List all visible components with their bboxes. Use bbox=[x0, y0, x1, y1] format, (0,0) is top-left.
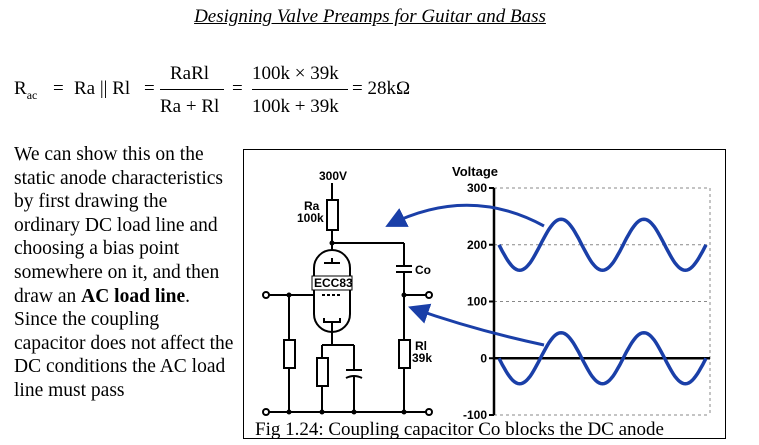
para-bold: AC load line bbox=[81, 285, 186, 307]
figure-caption: Fig 1.24: Coupling capacitor Co blocks t… bbox=[255, 419, 664, 440]
para-text-2: . Since the coupling capacitor does not … bbox=[14, 285, 234, 401]
eq-frac2-num: 100k × 39k bbox=[252, 63, 339, 84]
axis-title: Voltage bbox=[452, 164, 498, 179]
y-tick-label-0: 300 bbox=[467, 181, 487, 195]
supply-label: 300V bbox=[319, 169, 347, 183]
eq-frac2-den: 100k + 39k bbox=[252, 96, 339, 117]
ra-label: Ra bbox=[304, 199, 320, 213]
tube-label: ECC83 bbox=[314, 276, 353, 290]
circuit-schematic bbox=[262, 183, 433, 416]
figure-svg: 300V Ra 100k ECC83 Co Rl 39k 300 200 100 0 -… bbox=[262, 164, 711, 422]
tube-envelope bbox=[313, 249, 351, 333]
cathode-cap-plate-2 bbox=[345, 375, 363, 379]
eq-equals-3: = bbox=[232, 78, 243, 99]
body-paragraph: We can show this on the static anode cha… bbox=[14, 143, 234, 403]
y-tick-label-1: 200 bbox=[467, 238, 487, 252]
arrow-output-to-wave bbox=[408, 303, 545, 347]
ra-value: 100k bbox=[297, 211, 324, 225]
eq-frac1-num: RaRl bbox=[170, 63, 210, 84]
output-terminal bbox=[425, 291, 433, 299]
eq-equals-2: = bbox=[144, 78, 155, 99]
voltage-chart: 300 200 100 0 -100 bbox=[463, 181, 711, 422]
rl-value: 39k bbox=[412, 351, 432, 365]
eq-frac1-den: Ra + Rl bbox=[160, 96, 220, 117]
ground-terminal-left bbox=[262, 408, 270, 416]
rl-resistor bbox=[398, 339, 411, 369]
eq-lhs-sub: ac bbox=[26, 87, 38, 102]
para-text-1: We can show this on the static anode cha… bbox=[14, 144, 223, 307]
page-header: Designing Valve Preamps for Guitar and B… bbox=[194, 6, 546, 27]
eq-equals-1: = bbox=[53, 78, 64, 99]
cathode-resistor bbox=[316, 357, 329, 387]
y-tick-label-3: 0 bbox=[480, 351, 487, 365]
rl-label: Rl bbox=[415, 339, 427, 353]
y-tick-label-4: -100 bbox=[463, 408, 487, 422]
eq-lhs: R bbox=[14, 78, 27, 99]
sine-wave-1 bbox=[497, 330, 708, 386]
grid-resistor bbox=[283, 339, 296, 369]
arrow-anode-to-wave bbox=[385, 203, 545, 228]
eq-result: = 28kΩ bbox=[352, 78, 411, 99]
eq-frac1-bar bbox=[160, 89, 224, 90]
input-terminal bbox=[262, 291, 270, 299]
figure-box: 300V Ra 100k ECC83 Co Rl 39k 300 200 100 0 -… bbox=[243, 149, 726, 439]
ground-terminal-right bbox=[425, 408, 433, 416]
co-label: Co bbox=[415, 263, 431, 277]
eq-parallel: Ra || Rl bbox=[74, 78, 131, 99]
y-tick-label-2: 100 bbox=[467, 295, 487, 309]
eq-frac2-bar bbox=[252, 89, 348, 90]
ra-resistor bbox=[326, 199, 339, 231]
sine-wave-0 bbox=[497, 217, 708, 273]
